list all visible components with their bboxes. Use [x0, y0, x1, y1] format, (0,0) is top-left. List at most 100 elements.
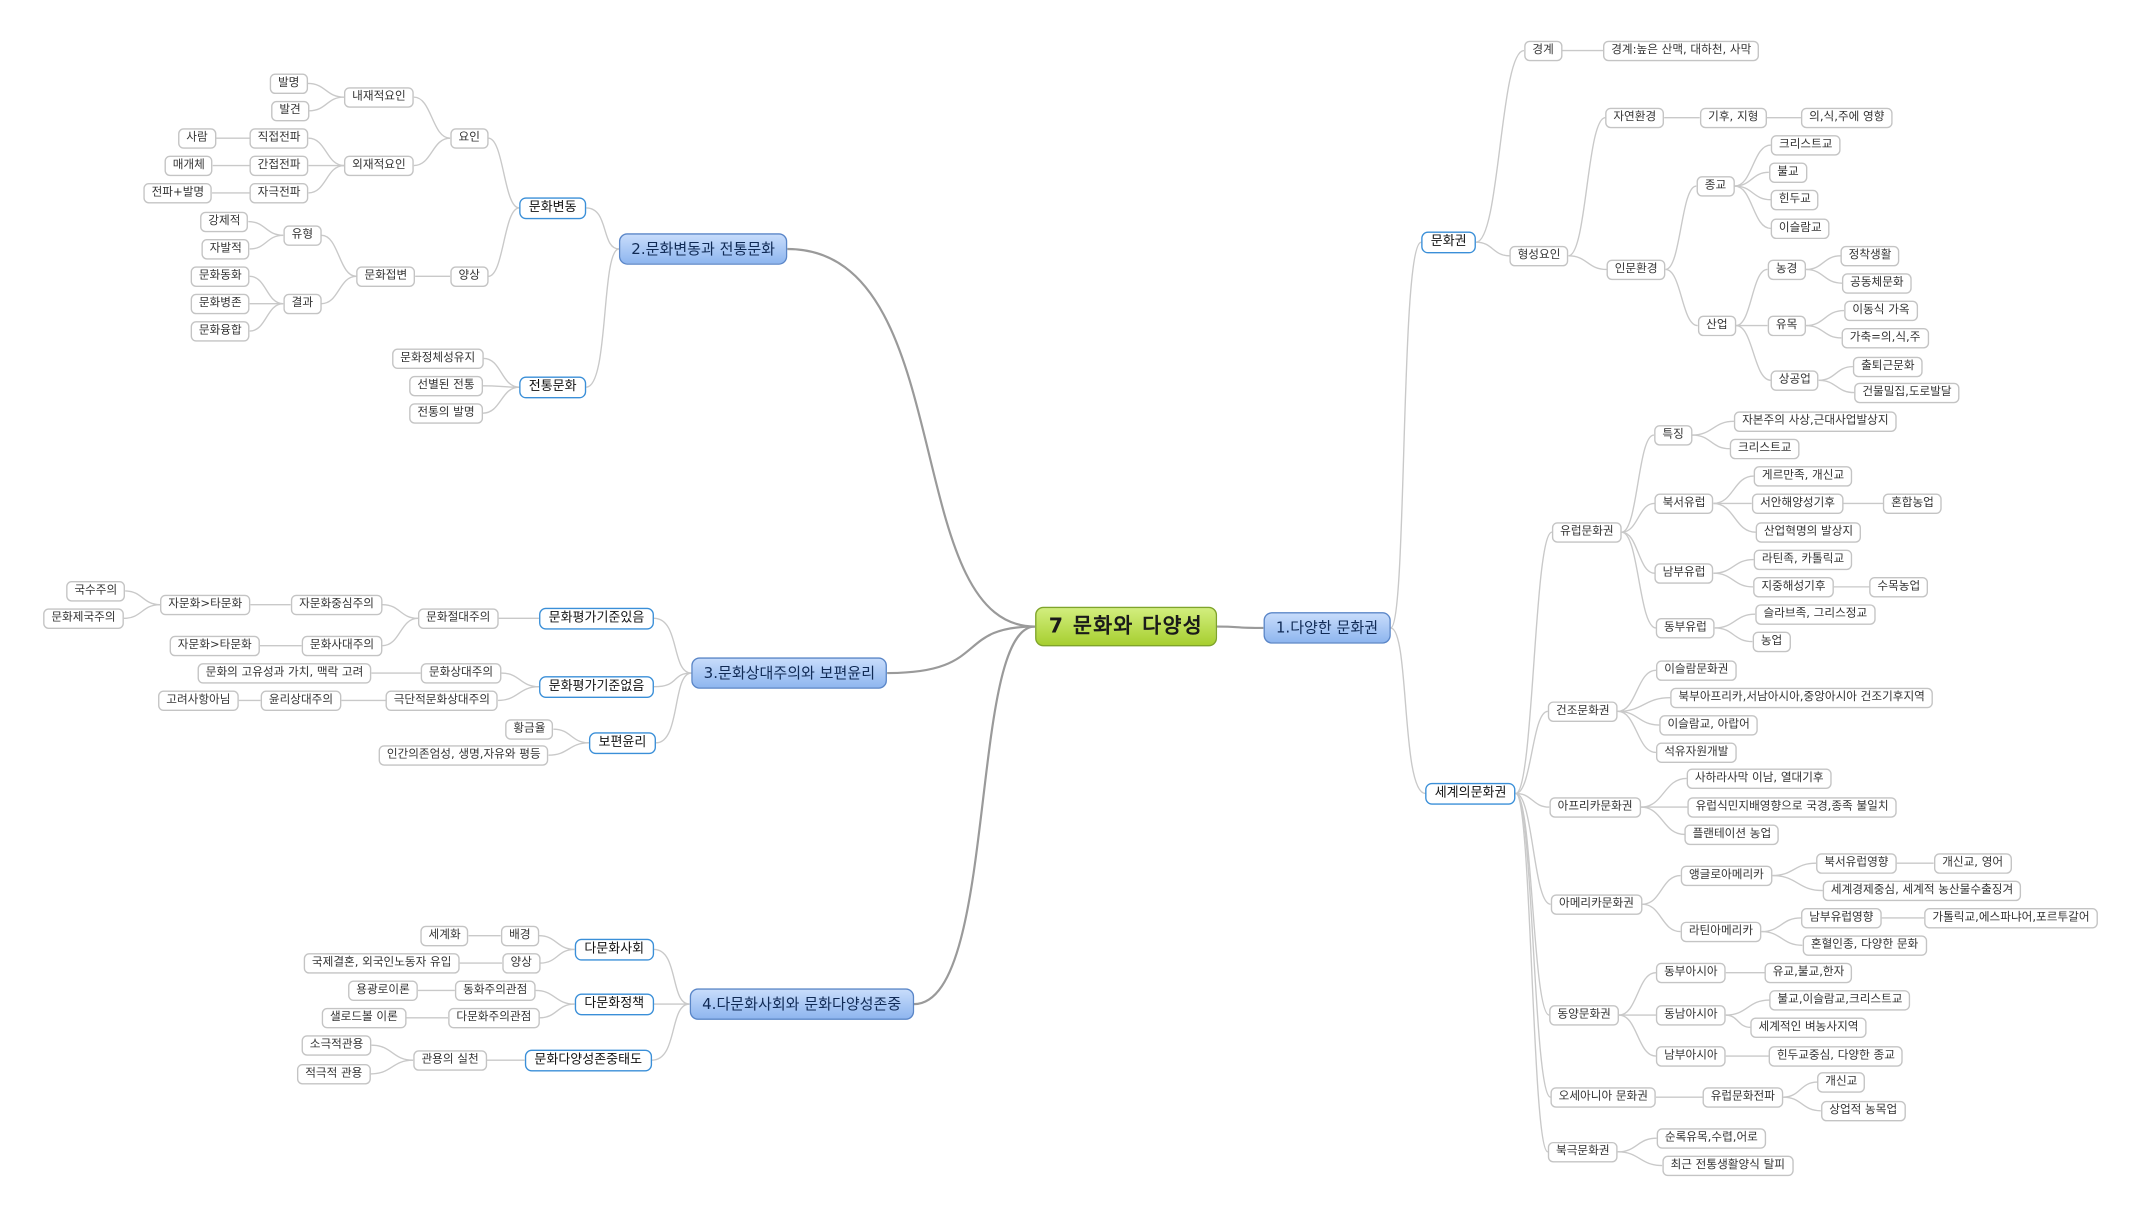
- subtopic-po2[interactable]: 최근 전통생활양식 탈피: [1662, 1155, 1794, 1176]
- subtopic-eu1a[interactable]: 자본주의 사상,근대사업발상지: [1733, 411, 1897, 432]
- topic-ue[interactable]: 보편윤리: [588, 732, 656, 754]
- subtopic-am2a1[interactable]: 가톨릭교,에스파냐어,포르투갈어: [1924, 908, 2098, 928]
- subtopic-eu3b[interactable]: 지중해성기후: [1753, 576, 1834, 597]
- subtopic-eu1b[interactable]: 크리스트교: [1729, 438, 1800, 459]
- main-topic-b4[interactable]: 4.다문화사회와 문화다양성존중: [689, 988, 914, 1020]
- subtopic-eu3b1[interactable]: 수목농업: [1869, 576, 1929, 597]
- subtopic-am1b[interactable]: 세계경제중심, 세계적 농산물수출징겨: [1822, 880, 2022, 901]
- subtopic-ms2[interactable]: 양상: [502, 953, 541, 973]
- subtopic-cc1b2a[interactable]: 매개체: [164, 155, 214, 176]
- subtopic-dr[interactable]: 건조문화권: [1547, 701, 1618, 722]
- subtopic-ind1b[interactable]: 공동체문화: [1841, 273, 1912, 294]
- subtopic-eu2a[interactable]: 게르만족, 개신교: [1753, 466, 1853, 486]
- subtopic-vy1b1[interactable]: 자문화>타문화: [169, 635, 260, 656]
- subtopic-cc1b[interactable]: 외재적요인: [343, 155, 414, 176]
- subtopic-cc2a2[interactable]: 결과: [283, 293, 322, 314]
- subtopic-vn1[interactable]: 문화상대주의: [420, 663, 502, 683]
- subtopic-mp1a[interactable]: 용광로이론: [348, 980, 418, 1001]
- subtopic-eu4[interactable]: 동부유럽: [1655, 617, 1715, 638]
- subtopic-cc2[interactable]: 양상: [450, 266, 489, 287]
- subtopic-am1a[interactable]: 북서유럽영향: [1816, 853, 1897, 874]
- topic-ms[interactable]: 다문화사회: [574, 938, 654, 960]
- subtopic-oc1[interactable]: 유럽문화전파: [1702, 1087, 1784, 1108]
- subtopic-eu2b[interactable]: 서안해양성기후: [1751, 493, 1844, 514]
- subtopic-dr3[interactable]: 이슬람교, 아랍어: [1659, 715, 1758, 735]
- subtopic-dr1[interactable]: 이슬람문화권: [1656, 660, 1737, 681]
- subtopic-oc[interactable]: 오세아니아 문화권: [1550, 1087, 1657, 1108]
- subtopic-md1b[interactable]: 적극적 관용: [296, 1063, 371, 1084]
- subtopic-vn2a[interactable]: 윤리상대주의: [260, 690, 342, 711]
- topic-tr[interactable]: 전통문화: [519, 376, 587, 398]
- subtopic-ms1[interactable]: 배경: [500, 925, 539, 946]
- main-topic-b2[interactable]: 2.문화변동과 전통문화: [618, 233, 788, 265]
- subtopic-r1b1a1[interactable]: 의,식,주에 영향: [1800, 107, 1893, 128]
- subtopic-cc1a[interactable]: 내재적요인: [343, 87, 414, 108]
- subtopic-eu2b1[interactable]: 혼합농업: [1882, 493, 1943, 514]
- subtopic-vn1a[interactable]: 문화의 고유성과 가치, 맥락 고려: [197, 663, 372, 683]
- topic-vy[interactable]: 문화평가기준있음: [539, 607, 654, 629]
- subtopic-vy1a1[interactable]: 자문화>타문화: [160, 594, 251, 615]
- subtopic-eu1[interactable]: 특징: [1654, 425, 1692, 445]
- subtopic-tr3[interactable]: 전통의 발명: [409, 403, 483, 424]
- subtopic-ms1a[interactable]: 세계화: [420, 925, 469, 946]
- subtopic-eu3[interactable]: 남부유럽: [1654, 563, 1714, 584]
- subtopic-as2a[interactable]: 불교,이슬람교,크리스트교: [1769, 990, 1911, 1010]
- subtopic-md1a[interactable]: 소극적관용: [301, 1035, 372, 1056]
- subtopic-eu2[interactable]: 북서유럽: [1654, 493, 1714, 514]
- subtopic-rel4[interactable]: 이슬람교: [1770, 218, 1830, 239]
- subtopic-ind1[interactable]: 농경: [1767, 259, 1806, 280]
- subtopic-dr2[interactable]: 북부아프리카,서남아시아,중앙아시아 건조기후지역: [1670, 687, 1934, 708]
- topic-w[interactable]: 세계의문화권: [1425, 782, 1517, 805]
- subtopic-cc1b2[interactable]: 간접전파: [249, 155, 309, 176]
- subtopic-as[interactable]: 동양문화권: [1549, 1005, 1620, 1025]
- subtopic-cc2a1a[interactable]: 강제적: [200, 211, 249, 232]
- subtopic-tr1[interactable]: 문화정체성유지: [392, 348, 484, 369]
- subtopic-r1b2[interactable]: 인문환경: [1606, 259, 1666, 280]
- subtopic-oc1a[interactable]: 개신교: [1817, 1072, 1866, 1093]
- subtopic-eu[interactable]: 유럽문화권: [1551, 522, 1622, 543]
- subtopic-eu4b[interactable]: 농업: [1752, 631, 1791, 652]
- subtopic-af2[interactable]: 유럽식민지배영향으로 국경,종족 불일치: [1687, 797, 1897, 818]
- subtopic-af3[interactable]: 플랜테이션 농업: [1684, 824, 1780, 845]
- topic-vn[interactable]: 문화평가기준없음: [539, 676, 654, 698]
- subtopic-ms2a[interactable]: 국제결혼, 외국인노동자 유입: [303, 953, 460, 973]
- subtopic-am2[interactable]: 라틴아메리카: [1680, 921, 1762, 942]
- subtopic-am1a1[interactable]: 개신교, 영어: [1933, 853, 2012, 874]
- subtopic-r1b1a[interactable]: 기후, 지형: [1699, 107, 1767, 128]
- subtopic-as2b[interactable]: 세계적인 벼농사지역: [1750, 1017, 1867, 1038]
- subtopic-r1b1[interactable]: 자연환경: [1605, 107, 1665, 128]
- subtopic-as3a[interactable]: 힌두교중심, 다양한 종교: [1768, 1046, 1904, 1067]
- subtopic-rel3[interactable]: 힌두교: [1770, 189, 1820, 210]
- subtopic-po1[interactable]: 순록유목,수렵,어로: [1656, 1128, 1767, 1149]
- subtopic-cc2a1b[interactable]: 자발적: [201, 239, 250, 259]
- subtopic-mp2a[interactable]: 샐로드볼 이론: [321, 1007, 407, 1028]
- subtopic-mp2[interactable]: 다문화주의관점: [448, 1007, 540, 1028]
- subtopic-af1[interactable]: 사하라사막 이남, 열대기후: [1686, 768, 1832, 789]
- subtopic-cc2a1[interactable]: 유형: [283, 225, 322, 246]
- subtopic-as1[interactable]: 동부아시아: [1655, 962, 1726, 983]
- topic-r1[interactable]: 문화권: [1421, 231, 1477, 253]
- subtopic-ind1a[interactable]: 정착생활: [1840, 245, 1900, 266]
- root-topic[interactable]: 7 문화와 다양성: [1035, 606, 1217, 647]
- subtopic-r1a[interactable]: 경계: [1524, 40, 1563, 61]
- subtopic-rel1[interactable]: 크리스트교: [1770, 135, 1841, 155]
- subtopic-r1a1[interactable]: 경계:높은 산맥, 대하천, 사막: [1603, 40, 1760, 61]
- topic-mp[interactable]: 다문화정책: [574, 993, 654, 1015]
- subtopic-ind2a[interactable]: 이동식 가옥: [1844, 300, 1918, 321]
- subtopic-ue1[interactable]: 황금율: [505, 719, 554, 740]
- subtopic-ind3b[interactable]: 건물밀집,도로발달: [1854, 382, 1960, 403]
- subtopic-dr4[interactable]: 석유자원개발: [1656, 742, 1737, 763]
- subtopic-vy1a[interactable]: 자문화중심주의: [290, 594, 383, 615]
- subtopic-vy1a1b[interactable]: 문화제국주의: [43, 608, 124, 629]
- topic-cc[interactable]: 문화변동: [519, 197, 587, 219]
- main-topic-b3[interactable]: 3.문화상대주의와 보편윤리: [691, 657, 888, 689]
- subtopic-vn2[interactable]: 극단적문화상대주의: [385, 690, 499, 711]
- topic-md[interactable]: 문화다양성존중태도: [524, 1049, 652, 1071]
- subtopic-vy1a1a[interactable]: 국수주의: [66, 581, 126, 601]
- main-topic-b1[interactable]: 1.다양한 문화권: [1263, 612, 1391, 644]
- subtopic-as1a[interactable]: 유교,불교,한자: [1764, 962, 1853, 983]
- subtopic-ue2[interactable]: 인간의존엄성, 생명,자유와 평등: [378, 745, 549, 766]
- subtopic-cc1[interactable]: 요인: [450, 128, 489, 149]
- subtopic-eu2c[interactable]: 산업혁명의 발상지: [1755, 522, 1862, 543]
- subtopic-ind2[interactable]: 유목: [1767, 315, 1806, 336]
